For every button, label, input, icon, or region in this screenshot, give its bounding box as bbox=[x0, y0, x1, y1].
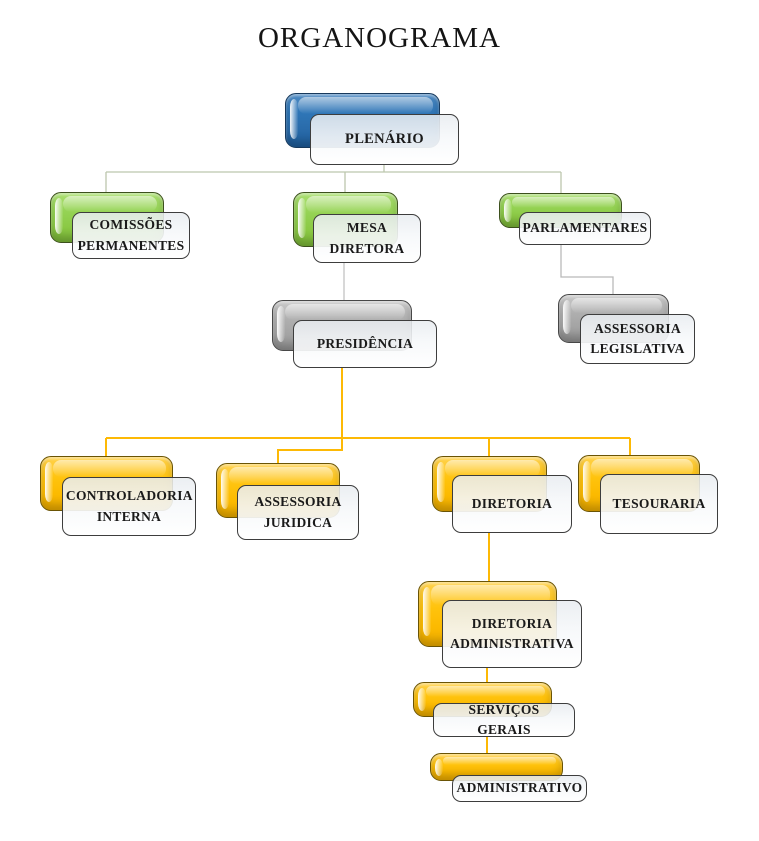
connector-parlamentares-assessoria bbox=[560, 245, 614, 294]
connector-plenario-children bbox=[105, 165, 562, 194]
controladoria-interna-label: CONTROLADORIA INTERNA bbox=[62, 477, 196, 536]
mesa-diretora-label: MESA DIRETORA bbox=[313, 214, 421, 263]
servicos-gerais-label: SERVIÇOS GERAIS bbox=[433, 702, 575, 737]
plenario-label: PLENÁRIO bbox=[310, 114, 459, 165]
assessoria-legislativa-label: ASSESSORIA LEGISLATIVA bbox=[580, 314, 695, 364]
page-title: ORGANOGRAMA bbox=[257, 22, 501, 54]
diretoria-label: DIRETORIA bbox=[452, 475, 572, 533]
assessoria-juridica-label: ASSESSORIA JURIDICA bbox=[237, 485, 359, 540]
connector-presidencia-children bbox=[105, 368, 631, 463]
presidencia-label: PRESIDÊNCIA bbox=[293, 320, 437, 368]
diretoria-administrativa-label: DIRETORIA ADMINISTRATIVA bbox=[442, 600, 582, 668]
administrativo-label: ADMINISTRATIVO bbox=[452, 775, 587, 802]
parlamentares-label: PARLAMENTARES bbox=[519, 212, 651, 245]
comissoes-permanentes-label: COMISSÕES PERMANENTES bbox=[72, 212, 190, 259]
tesouraria-label: TESOURARIA bbox=[600, 474, 718, 534]
